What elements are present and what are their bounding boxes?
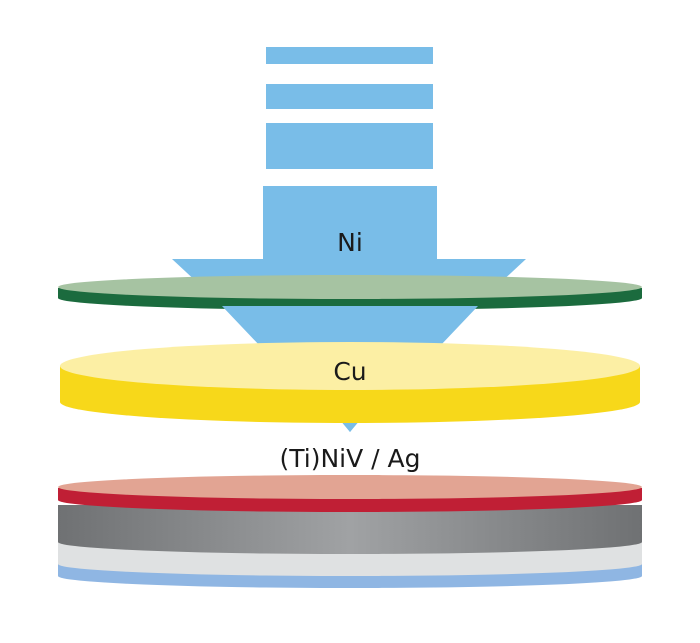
green-disc: [58, 275, 642, 310]
arrow-tip: [344, 424, 356, 432]
red-layer-top: [58, 475, 642, 499]
arrow-dash-1: [266, 47, 433, 64]
gray-band: [58, 505, 642, 554]
cu-disc-top: [60, 342, 640, 390]
cu-label: Cu: [333, 357, 366, 386]
ni-label: Ni: [337, 228, 363, 257]
arrow-shaft: [263, 186, 437, 266]
green-disc-top: [58, 275, 642, 299]
stack-label: (Ti)NiV / Ag: [280, 444, 421, 473]
cu-disc: [60, 342, 640, 423]
wafer-stack: [58, 475, 642, 588]
arrow-dash-3: [266, 123, 433, 169]
arrow-dash-2: [266, 84, 433, 109]
